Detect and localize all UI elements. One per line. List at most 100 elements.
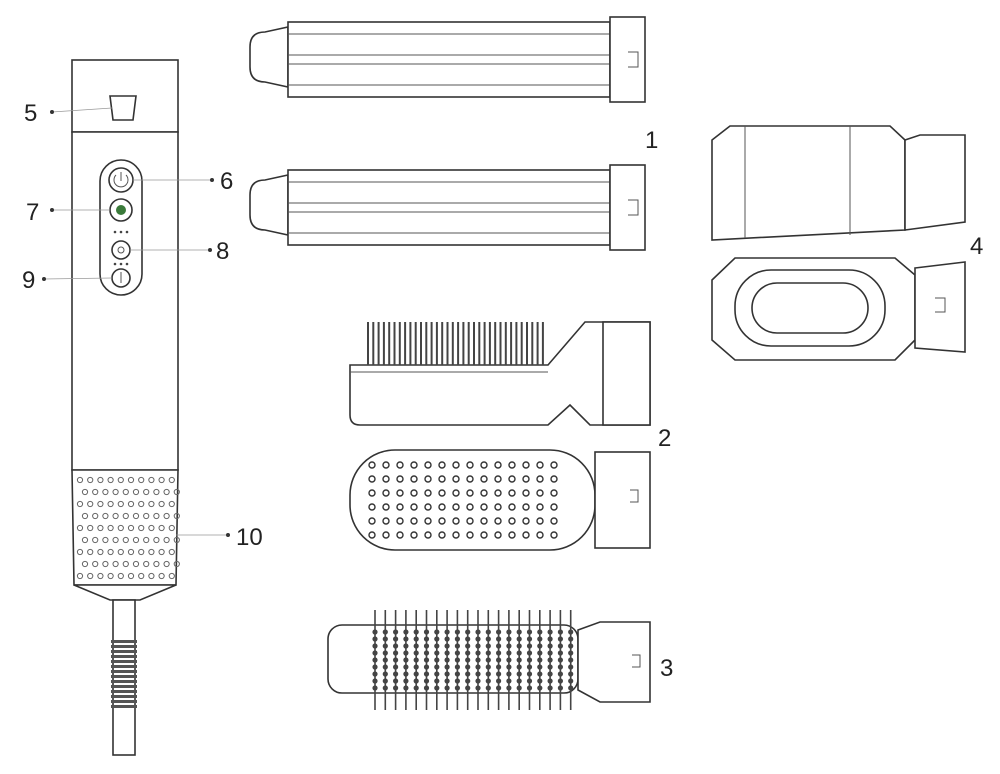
mesh-hole [81, 560, 89, 568]
bristle-hole [522, 461, 530, 469]
mesh-hole [87, 524, 94, 532]
bristle-base [423, 664, 430, 670]
bristle-hole [494, 475, 502, 483]
grip-ring [111, 640, 137, 643]
handle-taper [73, 584, 177, 601]
bristle-base [485, 685, 491, 691]
bristle-base [537, 678, 543, 684]
callout-2: 2 [658, 425, 671, 452]
bristle-base [423, 657, 430, 663]
barrel-tip [249, 26, 289, 88]
bristle-base [506, 671, 512, 677]
bristle-base [516, 643, 522, 649]
bristle-hole [550, 531, 558, 539]
bristle-base [537, 629, 543, 635]
bristle-base [547, 678, 553, 684]
bristle-base [393, 671, 399, 677]
mesh-hole [87, 572, 94, 580]
bristle-base [557, 650, 564, 656]
grip-ring [111, 680, 137, 683]
mesh-hole [148, 524, 155, 532]
bristle-hole [368, 489, 376, 497]
bristle-base [516, 629, 522, 635]
bristle-hole [466, 531, 474, 539]
bristle-base [444, 629, 450, 635]
smoothing-brush-part-2 [349, 321, 651, 551]
bristle-base [393, 657, 399, 663]
bristle-hole [410, 517, 418, 525]
bristle-base [403, 678, 409, 684]
bristle-base [475, 664, 481, 670]
grip-ring [111, 695, 137, 698]
bristle-base [557, 657, 564, 663]
mesh-hole [81, 512, 89, 520]
bristle-hole [466, 503, 474, 511]
mesh-hole [163, 536, 170, 544]
bristle-hole [438, 531, 446, 539]
mesh-hole [81, 488, 89, 496]
mesh-hole [153, 560, 160, 568]
bristle-base [496, 629, 502, 635]
bristle-base [526, 629, 533, 635]
bristle-base [393, 664, 399, 670]
callout-9: 9 [22, 267, 35, 294]
bristle-hole [550, 461, 558, 469]
barrel-tip [249, 174, 289, 236]
bristle-base [568, 650, 574, 656]
bristle-base [403, 671, 409, 677]
brush-bristle-holes [368, 461, 558, 539]
bristle-hole [396, 517, 404, 525]
bristle-base [382, 671, 388, 677]
bristle-base [372, 629, 378, 635]
bristle-base [444, 685, 450, 691]
bristle-base [454, 650, 460, 656]
bristle-base [403, 643, 409, 649]
callout-10: 10 [236, 524, 263, 551]
bristle-base [413, 657, 419, 663]
mesh-hole [117, 548, 124, 556]
bristle-base [465, 636, 471, 642]
bristle-base [496, 636, 502, 642]
mesh-hole [87, 548, 94, 556]
bristle-base [434, 636, 440, 642]
bristle-base [454, 657, 460, 663]
speed-button-part-8[interactable] [111, 240, 131, 260]
bristle-base [506, 678, 512, 684]
mesh-hole [107, 524, 114, 532]
bristle-base [516, 664, 522, 670]
bristle-base [434, 629, 440, 635]
mesh-hole [143, 560, 150, 568]
bristle-base [434, 643, 440, 649]
bristle-hole [396, 461, 404, 469]
mesh-hole [76, 524, 84, 532]
bristle-hole [494, 517, 502, 525]
mesh-hole [148, 500, 155, 508]
mesh-hole [163, 512, 170, 520]
bristle-base [496, 664, 502, 670]
bristle-hole [452, 517, 460, 525]
leader-lines [42, 107, 230, 537]
mesh-hole [122, 512, 129, 520]
bristle-base [516, 650, 522, 656]
bristle-base [423, 636, 430, 642]
bristle-base [372, 643, 378, 649]
bristle-base [434, 657, 440, 663]
bristle-base [557, 685, 564, 691]
bristle-base [454, 629, 460, 635]
bristle-base [568, 671, 574, 677]
bristle-base [496, 650, 502, 656]
bristle-hole [452, 461, 460, 469]
bristle-base [475, 629, 481, 635]
mesh-hole [122, 560, 129, 568]
bristle-base [568, 657, 574, 663]
bristle-base [516, 678, 522, 684]
mesh-hole [92, 560, 99, 568]
bristle-base [526, 657, 533, 663]
bristle-hole [424, 503, 432, 511]
barrel-connector [609, 164, 646, 251]
mesh-hole [158, 524, 165, 532]
mesh-hole [97, 524, 104, 532]
bristle-hole [424, 517, 432, 525]
bristle-base [537, 657, 543, 663]
bristle-base [526, 685, 533, 691]
